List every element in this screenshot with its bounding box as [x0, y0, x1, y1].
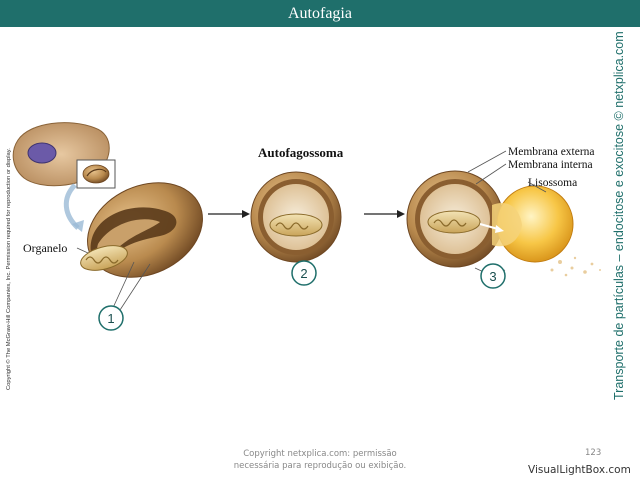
step-label-2: 2: [300, 266, 307, 281]
side-copyright-left: Copyright © The McGraw-Hill Companies, I…: [6, 90, 16, 390]
label-organelo: Organelo: [23, 241, 67, 255]
footer-line-2: necessária para reprodução ou exibição.: [215, 460, 425, 472]
stage-2-autophagosome: [251, 172, 341, 262]
footer-line-1: Copyright netxplica.com: permissão: [215, 448, 425, 460]
label-autofagossoma: Autofagossoma: [258, 145, 344, 160]
arrow-2-to-3: [364, 210, 405, 218]
side-caption-right: Transporte de partículas – endocitose e …: [612, 70, 634, 400]
zoom-box: [77, 160, 115, 188]
step-label-1: 1: [107, 311, 114, 326]
watermark: VisualLightBox.com: [528, 464, 631, 476]
footer-copyright: Copyright netxplica.com: permissão neces…: [215, 448, 425, 472]
step-label-3: 3: [489, 269, 496, 284]
page-number: 123: [585, 448, 601, 458]
zoom-arrow: [66, 185, 78, 228]
label-membrana-externa: Membrana externa: [508, 146, 595, 158]
label-lisossoma: Lisossoma: [528, 177, 577, 189]
fusion-mitochondrion: [428, 211, 480, 233]
autophagosome-mitochondrion: [270, 214, 322, 236]
label-membrana-interna: Membrana interna: [508, 159, 593, 171]
arrow-1-to-2: [208, 210, 250, 218]
